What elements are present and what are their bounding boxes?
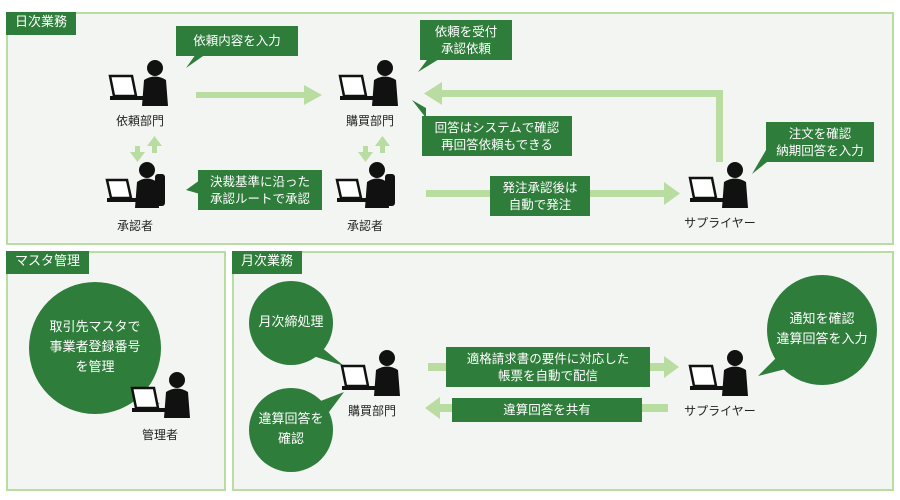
- master-line1: 取引先マスタで: [49, 320, 141, 335]
- reply-line2: 再回答依頼もできる: [441, 137, 553, 152]
- supplier-line1: 注文を確認: [788, 126, 852, 141]
- manager-person-icon: [130, 372, 190, 418]
- monthly-supplier-label: サプライヤー: [684, 404, 756, 418]
- auto-order-line1: 発注承認後は: [502, 180, 578, 195]
- daily-tab: 日次業務: [6, 12, 77, 35]
- requester-person-icon: [108, 60, 168, 106]
- share-text: 違算回答を共有: [503, 402, 591, 417]
- manager-label: 管理者: [141, 428, 178, 442]
- reply-line1: 回答はシステムで確認: [434, 120, 560, 135]
- notify-line2: 違算回答を入力: [776, 332, 868, 347]
- supplier-person-icon: [688, 162, 748, 208]
- approver2-label: 承認者: [346, 219, 383, 233]
- monthly-purchasing-label: 購買部門: [347, 404, 396, 418]
- invoice-box: 適格請求書の要件に対応した 帳票を自動で配信: [446, 347, 650, 387]
- supplier-confirm-box: 注文を確認 納期回答を入力: [766, 122, 874, 162]
- approver1-label: 承認者: [116, 219, 153, 233]
- receive-request-box: 依頼を受付 承認依頼: [420, 20, 512, 60]
- monthly-supplier-person-icon: [688, 350, 748, 396]
- notify-bubble-text: 通知を確認 違算回答を入力: [767, 310, 877, 350]
- auto-order-box: 発注承認後は 自動で発注: [490, 176, 590, 216]
- monthly-tab: 月次業務: [232, 251, 303, 274]
- notify-line1: 通知を確認: [789, 312, 855, 327]
- closing-bubble-text: 月次締処理: [249, 313, 333, 333]
- approval-line1: 決裁基準に沿った: [209, 174, 310, 189]
- requester-label: 依頼部門: [115, 114, 164, 128]
- confirm-line2: 確認: [277, 432, 304, 447]
- confirm-line1: 違算回答を: [258, 412, 324, 427]
- supplier-label: サプライヤー: [684, 216, 756, 230]
- purchasing-label: 購買部門: [345, 114, 394, 128]
- input-request-box: 依頼内容を入力: [176, 26, 298, 56]
- master-line3: を管理: [75, 360, 115, 375]
- share-box: 違算回答を共有: [452, 398, 642, 422]
- approval-line2: 承認ルートで承認: [209, 191, 310, 206]
- master-bubble-text: 取引先マスタで 事業者登録番号 を管理: [29, 318, 161, 378]
- reply-check-box: 回答はシステムで確認 再回答依頼もできる: [422, 116, 572, 156]
- invoice-line2: 帳票を自動で配信: [497, 368, 598, 383]
- receive-line2: 承認依頼: [440, 41, 491, 56]
- purchasing-person-icon: [338, 60, 398, 106]
- receive-line1: 依頼を受付: [434, 24, 498, 39]
- approver1-person-icon: [105, 162, 165, 208]
- monthly-purchasing-person-icon: [340, 350, 400, 396]
- master-tab: マスタ管理: [6, 251, 90, 274]
- supplier-line2: 納期回答を入力: [776, 143, 864, 158]
- closing-line: 月次締処理: [258, 315, 324, 330]
- auto-order-line2: 自動で発注: [508, 197, 572, 212]
- approval-route-box: 決裁基準に沿った 承認ルートで承認: [198, 170, 322, 210]
- approver2-person-icon: [335, 162, 395, 208]
- input-request-text: 依頼内容を入力: [193, 33, 281, 48]
- master-line2: 事業者登録番号: [49, 340, 141, 355]
- confirm-bubble-text: 違算回答を 確認: [249, 410, 333, 450]
- invoice-line1: 適格請求書の要件に対応した: [466, 351, 630, 366]
